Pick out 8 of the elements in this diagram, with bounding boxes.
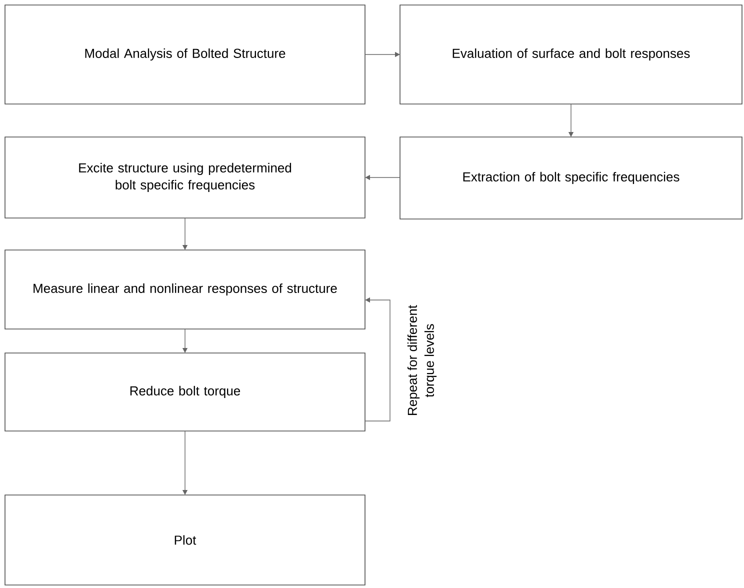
process-box: Modal Analysis of Bolted Structure <box>4 4 366 104</box>
edge-label: Repeat for different torque levels <box>407 305 437 415</box>
process-box: Reduce bolt torque <box>4 352 366 432</box>
process-box: Measure linear and nonlinear responses of structure <box>4 250 366 330</box>
process-box: Plot <box>4 494 366 586</box>
process-box: Evaluation of surface and bolt responses <box>400 4 742 104</box>
process-box: Excite structure using predetermined bolt specific frequencies <box>4 136 366 218</box>
process-box: Extraction of bolt specific frequencies <box>400 136 742 220</box>
